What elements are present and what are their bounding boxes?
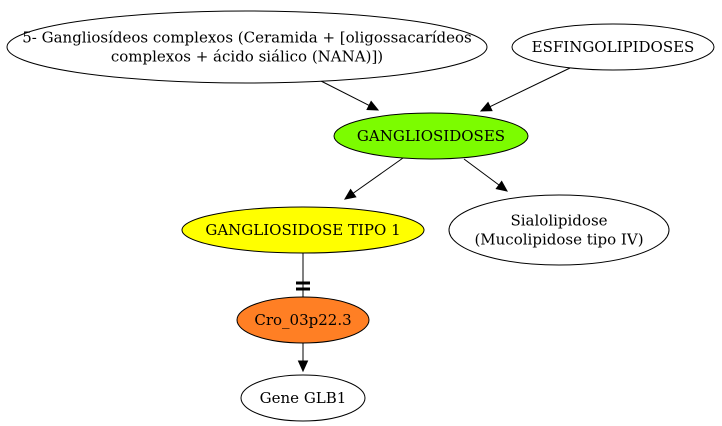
edge-line — [463, 158, 500, 186]
node-ellipse — [511, 23, 715, 71]
node-label: 5- Gangliosídeos complexos (Ceramida + [… — [22, 29, 472, 47]
arrowhead — [479, 101, 493, 112]
edge-esfingolipidoses-to-gangliosidoses — [479, 67, 571, 112]
node-ellipse — [240, 374, 366, 422]
node-gangliosideos-complexos[interactable]: 5- Gangliosídeos complexos (Ceramida + [… — [6, 10, 488, 84]
node-gene-glb1[interactable]: Gene GLB1 — [240, 374, 366, 422]
node-label: ESFINGOLIPIDOSES — [532, 38, 695, 56]
edge-line — [318, 79, 370, 106]
node-label: GANGLIOSIDOSE TIPO 1 — [205, 221, 400, 239]
node-cro-03p22[interactable]: Cro_03p22.3 — [236, 296, 370, 344]
arrowhead — [344, 188, 357, 200]
node-label: Gene GLB1 — [260, 389, 347, 407]
node-gangliosidose-tipo1[interactable]: GANGLIOSIDOSE TIPO 1 — [181, 206, 425, 254]
node-esfingolipidoses[interactable]: ESFINGOLIPIDOSES — [511, 23, 715, 71]
edge-gangliosidoses-to-sialolipidose — [463, 158, 508, 192]
edge-gangliosideos_complexos-to-gangliosidoses — [318, 79, 380, 111]
node-sialolipidose[interactable]: Sialolipidose(Mucolipidose tipo IV) — [448, 194, 670, 266]
edges-layer — [296, 67, 571, 373]
edge-line — [352, 157, 404, 194]
nodes-layer: 5- Gangliosídeos complexos (Ceramida + [… — [6, 10, 715, 422]
node-label: (Mucolipidose tipo IV) — [474, 231, 643, 249]
node-label: Sialolipidose — [510, 212, 607, 230]
node-label: GANGLIOSIDOSES — [357, 127, 505, 145]
node-ellipse — [333, 112, 529, 160]
node-ellipse — [181, 206, 425, 254]
edge-gangliosidose_tipo1-to-cro_03p22 — [296, 253, 310, 297]
edge-cro_03p22-to-gene_glb1 — [297, 343, 309, 373]
node-label: complexos + ácido siálico (NANA)]) — [111, 48, 383, 66]
arrowhead — [495, 180, 508, 192]
arrowhead — [366, 100, 380, 111]
node-ellipse — [236, 296, 370, 344]
node-ellipse — [6, 10, 488, 84]
node-ellipse — [448, 194, 670, 266]
edge-line — [489, 67, 571, 108]
node-gangliosidoses[interactable]: GANGLIOSIDOSES — [333, 112, 529, 160]
arrowhead — [297, 360, 309, 373]
node-label: Cro_03p22.3 — [254, 311, 351, 329]
edge-gangliosidoses-to-gangliosidose_tipo1 — [344, 157, 404, 200]
